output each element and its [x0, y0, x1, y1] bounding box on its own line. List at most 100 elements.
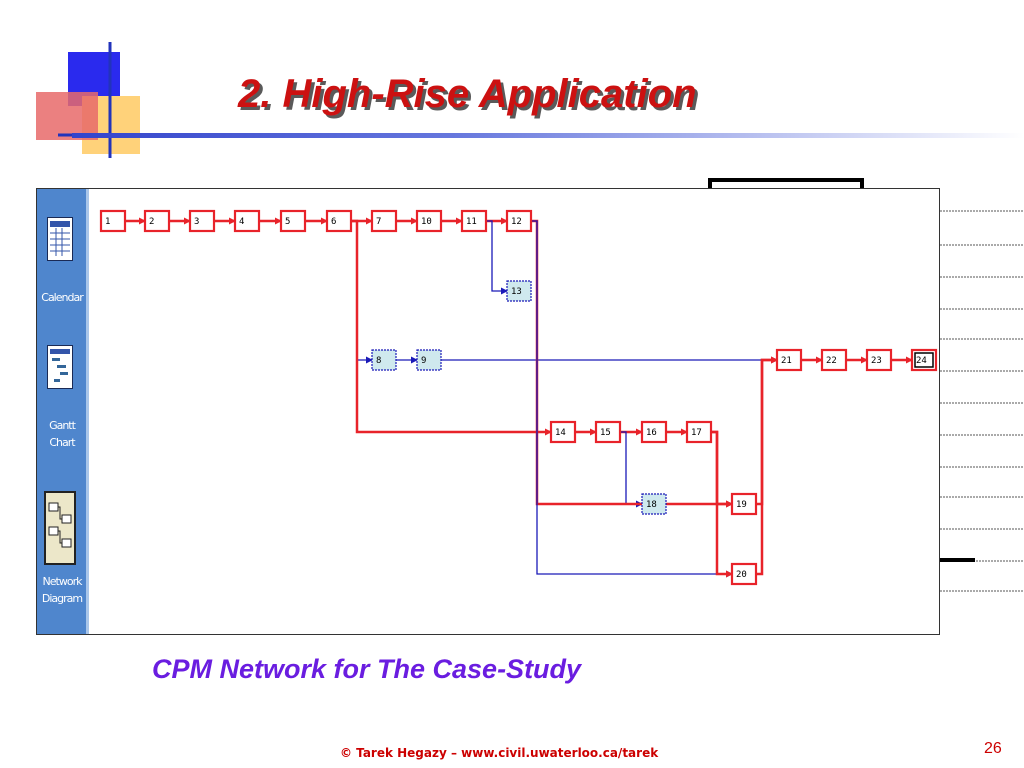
node-18-box: [641, 493, 667, 515]
node-21-label: 21: [781, 356, 792, 366]
node-14[interactable]: 14: [549, 420, 577, 444]
node-16[interactable]: 16: [640, 420, 668, 444]
node-22-label: 22: [826, 356, 837, 366]
node-6-box: [325, 209, 353, 233]
diagram-caption: CPM Network for The Case-Study: [152, 654, 582, 684]
node-7[interactable]: 7: [370, 209, 398, 233]
node-8-box: [371, 349, 397, 371]
link-11-to-13: [486, 220, 508, 295]
link-17-to-20: [711, 430, 733, 578]
node-9-box: [416, 349, 442, 371]
node-12-label: 12: [511, 217, 522, 227]
node-3-box: [188, 209, 216, 233]
node-24-label: 24: [916, 356, 927, 366]
node-22[interactable]: 22: [820, 348, 848, 372]
node-5-box: [279, 209, 307, 233]
node-11-box: [460, 209, 488, 233]
node-13[interactable]: 13: [506, 280, 532, 302]
link-20-to-21: [756, 356, 778, 576]
slide-page-number: 26: [984, 740, 1002, 757]
node-15-label: 15: [600, 428, 611, 438]
network-diagram-icon: [44, 491, 76, 565]
node-19-label: 19: [736, 500, 747, 510]
node-22-box: [820, 348, 848, 372]
link-19-to-21: [756, 356, 778, 506]
link-17-to-19: [711, 430, 733, 508]
node-3-label: 3: [194, 217, 199, 227]
node-15-box: [594, 420, 622, 444]
node-15[interactable]: 15: [594, 420, 622, 444]
node-9[interactable]: 9: [416, 349, 442, 371]
node-17[interactable]: 17: [685, 420, 713, 444]
slide-footer: © Tarek Hegazy – www.civil.uwaterloo.ca/…: [340, 746, 659, 760]
node-2[interactable]: 2: [143, 209, 171, 233]
node-2-box: [143, 209, 171, 233]
node-1-label: 1: [105, 217, 110, 227]
title-underline: [72, 133, 1024, 138]
network-links: [125, 217, 913, 578]
node-19[interactable]: 19: [730, 492, 758, 516]
background-dotted-rows: [940, 210, 1024, 592]
view-label-gantt-chart: Gantt Chart: [49, 419, 76, 449]
gantt-chart-icon: [47, 345, 73, 389]
link-12-to-20: [531, 220, 733, 578]
node-14-label: 14: [555, 428, 566, 438]
node-12[interactable]: 12: [505, 209, 533, 233]
node-3[interactable]: 3: [188, 209, 216, 233]
node-7-label: 7: [376, 217, 381, 227]
node-7-box: [370, 209, 398, 233]
slide-title: 2. High-Rise Application: [238, 72, 697, 116]
views-bar: Calendar Gantt Chart: [37, 189, 89, 634]
node-12-box: [505, 209, 533, 233]
link-15-to-18: [620, 431, 643, 508]
node-10-label: 10: [421, 217, 432, 227]
node-23[interactable]: 23: [865, 348, 893, 372]
node-20-label: 20: [736, 570, 747, 580]
node-16-box: [640, 420, 668, 444]
node-1[interactable]: 1: [99, 209, 127, 233]
node-21-box: [775, 348, 803, 372]
gantt-chart-icon-graphic: [50, 349, 70, 382]
link-6-to-8: [351, 220, 373, 364]
node-24-box: [910, 348, 938, 372]
calendar-icon-graphic: [50, 221, 70, 256]
node-19-box: [730, 492, 758, 516]
network-diagram-icon-graphic: [48, 502, 72, 548]
node-4[interactable]: 4: [233, 209, 261, 233]
node-1-box: [99, 209, 127, 233]
node-10-box: [415, 209, 443, 233]
node-13-label: 13: [511, 287, 522, 297]
node-16-label: 16: [646, 428, 657, 438]
node-18[interactable]: 18: [641, 493, 667, 515]
calendar-icon: [47, 217, 73, 261]
view-label-calendar: Calendar: [41, 291, 83, 304]
node-8[interactable]: 8: [371, 349, 397, 371]
node-2-label: 2: [149, 217, 154, 227]
node-24[interactable]: 24: [910, 348, 938, 372]
node-20[interactable]: 20: [730, 562, 758, 586]
node-5-label: 5: [285, 217, 290, 227]
node-17-label: 17: [691, 428, 702, 438]
node-23-label: 23: [871, 356, 882, 366]
node-18-label: 18: [646, 500, 657, 510]
node-20-box: [730, 562, 758, 586]
node-8-label: 8: [376, 356, 381, 366]
node-10[interactable]: 10: [415, 209, 443, 233]
node-14-box: [549, 420, 577, 444]
node-4-label: 4: [239, 217, 244, 227]
project-window: Calendar Gantt Chart: [36, 188, 940, 635]
logo-red-square: [36, 92, 98, 140]
node-9-label: 9: [421, 356, 426, 366]
view-label-network-diagram: Network Diagram: [41, 575, 83, 605]
node-11[interactable]: 11: [460, 209, 488, 233]
node-6[interactable]: 6: [325, 209, 353, 233]
node-5[interactable]: 5: [279, 209, 307, 233]
node-21[interactable]: 21: [775, 348, 803, 372]
node-23-box: [865, 348, 893, 372]
node-24-selection: [914, 352, 934, 368]
node-6-label: 6: [331, 217, 336, 227]
node-13-box: [506, 280, 532, 302]
node-17-box: [685, 420, 713, 444]
node-4-box: [233, 209, 261, 233]
